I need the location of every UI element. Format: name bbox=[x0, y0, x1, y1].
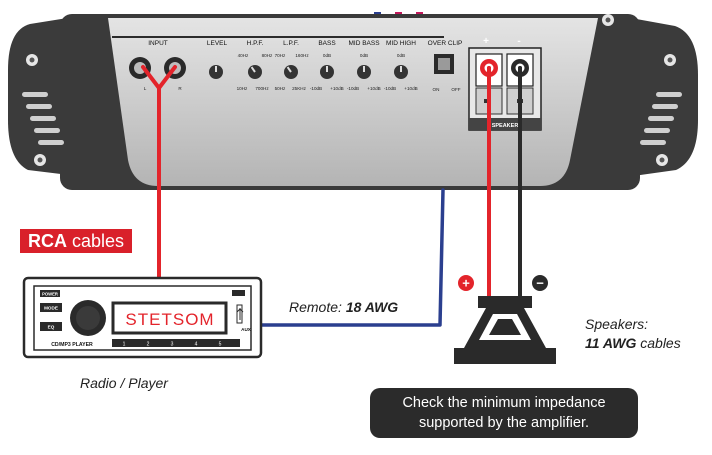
rca-bold: RCA bbox=[28, 231, 67, 251]
rca-rest: cables bbox=[67, 231, 125, 251]
knob-bass[interactable] bbox=[320, 65, 334, 79]
speakers-line2: 11 AWG cables bbox=[585, 334, 681, 353]
knob-level[interactable] bbox=[209, 65, 223, 79]
amp-screws bbox=[26, 14, 676, 166]
speakers-gauge: 11 AWG bbox=[585, 335, 637, 351]
midhigh-tick-top: 0dB bbox=[397, 53, 405, 58]
speaker-terminal-label: SPEAKER bbox=[492, 123, 519, 129]
usb-icon bbox=[236, 304, 244, 324]
hpf-tick-bottom-right: 700Hz bbox=[255, 86, 269, 91]
bass-tick-bottom-right: +10dB bbox=[330, 86, 343, 91]
radio-mode-label: MODE bbox=[44, 306, 58, 311]
bass-tick-top: 0dB bbox=[323, 53, 331, 58]
lpf-tick-bottom-left: 50Hz bbox=[275, 86, 286, 91]
midhigh-tick-bottom-right: +10dB bbox=[404, 86, 417, 91]
remote-label: Remote: 18 AWG bbox=[289, 299, 398, 315]
amp-vents-left bbox=[22, 92, 64, 145]
impedance-note: Check the minimum impedance supported by… bbox=[370, 388, 638, 438]
radio-model-label: CD/MP3 PLAYER bbox=[51, 342, 93, 348]
radio-power-label: POWER bbox=[42, 292, 58, 297]
lpf-tick-bottom-right: 25KHz bbox=[292, 86, 306, 91]
label-over-clip: OVER CLIP bbox=[428, 40, 463, 47]
preset-2[interactable]: 2 bbox=[147, 342, 150, 348]
note-line1: Check the minimum impedance bbox=[402, 395, 606, 411]
speaker bbox=[454, 296, 556, 364]
switch-off-label: OFF bbox=[451, 87, 460, 92]
label-level: LEVEL bbox=[207, 40, 228, 47]
bass-tick-bottom-left: -10dB bbox=[310, 86, 322, 91]
speakers-label: Speakers: 11 AWG cables bbox=[585, 315, 681, 353]
lpf-tick-top-right: 160Hz bbox=[295, 53, 309, 58]
speakers-rest: cables bbox=[636, 335, 681, 351]
radio-player bbox=[22, 276, 263, 359]
hpf-tick-top-right: 80Hz bbox=[262, 53, 273, 58]
radio-presets: 1 2 3 4 5 bbox=[123, 342, 222, 348]
remote-gauge: 18 AWG bbox=[345, 299, 399, 315]
channel-right-label: R bbox=[178, 86, 182, 91]
radio-aux-label: AUX bbox=[241, 327, 252, 332]
knob-mid-high[interactable] bbox=[394, 65, 408, 79]
label-mid-high: MID HIGH bbox=[386, 40, 416, 47]
midbass-tick-bottom-left: -10dB bbox=[347, 86, 359, 91]
label-bass: BASS bbox=[318, 40, 336, 47]
knob-lpf[interactable] bbox=[284, 65, 298, 79]
plus-polarity-icon: + bbox=[458, 275, 474, 291]
radio-display bbox=[111, 301, 228, 335]
radio-display-text: STETSOM bbox=[125, 310, 214, 329]
rca-wire bbox=[141, 65, 177, 297]
radio-eq-label: EQ bbox=[48, 325, 55, 330]
amplifier: INPUT LEVEL H.P.F. L.P.F. BASS MID BASS … bbox=[8, 14, 698, 190]
terminal-minus-label: - bbox=[517, 36, 520, 47]
switch-on-label: ON bbox=[433, 87, 440, 92]
minus-polarity-icon: − bbox=[532, 275, 548, 291]
speakers-line1: Speakers: bbox=[585, 316, 649, 332]
terminal-plus-label: + bbox=[483, 36, 489, 47]
knob-hpf[interactable] bbox=[248, 65, 262, 79]
label-input: INPUT bbox=[148, 40, 168, 47]
plus-sign-label: + bbox=[462, 276, 470, 291]
channel-left-label: L bbox=[144, 86, 147, 91]
amp-vents-right bbox=[640, 92, 682, 145]
midbass-tick-bottom-right: +10dB bbox=[367, 86, 380, 91]
over-clip-switch[interactable] bbox=[434, 54, 454, 74]
remote-wire bbox=[258, 188, 445, 327]
preset-1[interactable]: 1 bbox=[123, 342, 126, 348]
midbass-tick-top: 0dB bbox=[360, 53, 368, 58]
wires bbox=[141, 65, 522, 327]
midhigh-tick-bottom-left: -10dB bbox=[384, 86, 396, 91]
rca-cables-label: RCA cables bbox=[20, 229, 133, 253]
knob-mid-bass[interactable] bbox=[357, 65, 371, 79]
speaker-terminal-block bbox=[468, 47, 542, 131]
volume-knob[interactable] bbox=[70, 300, 106, 336]
preset-4[interactable]: 4 bbox=[195, 342, 198, 348]
preset-5[interactable]: 5 bbox=[219, 342, 222, 348]
label-lpf: L.P.F. bbox=[283, 40, 299, 47]
label-mid-bass: MID BASS bbox=[348, 40, 380, 47]
minus-sign-label: − bbox=[536, 276, 544, 291]
preset-3[interactable]: 3 bbox=[171, 342, 174, 348]
remote-prefix: Remote: bbox=[289, 299, 346, 315]
hpf-tick-bottom-left: 10Hz bbox=[237, 86, 248, 91]
radio-player-label: Radio / Player bbox=[80, 375, 168, 391]
hpf-tick-top-left: 40Hz bbox=[238, 53, 249, 58]
note-line2: supported by the amplifier. bbox=[418, 415, 590, 431]
label-hpf: H.P.F. bbox=[247, 40, 264, 47]
lpf-tick-top-left: 70Hz bbox=[275, 53, 286, 58]
